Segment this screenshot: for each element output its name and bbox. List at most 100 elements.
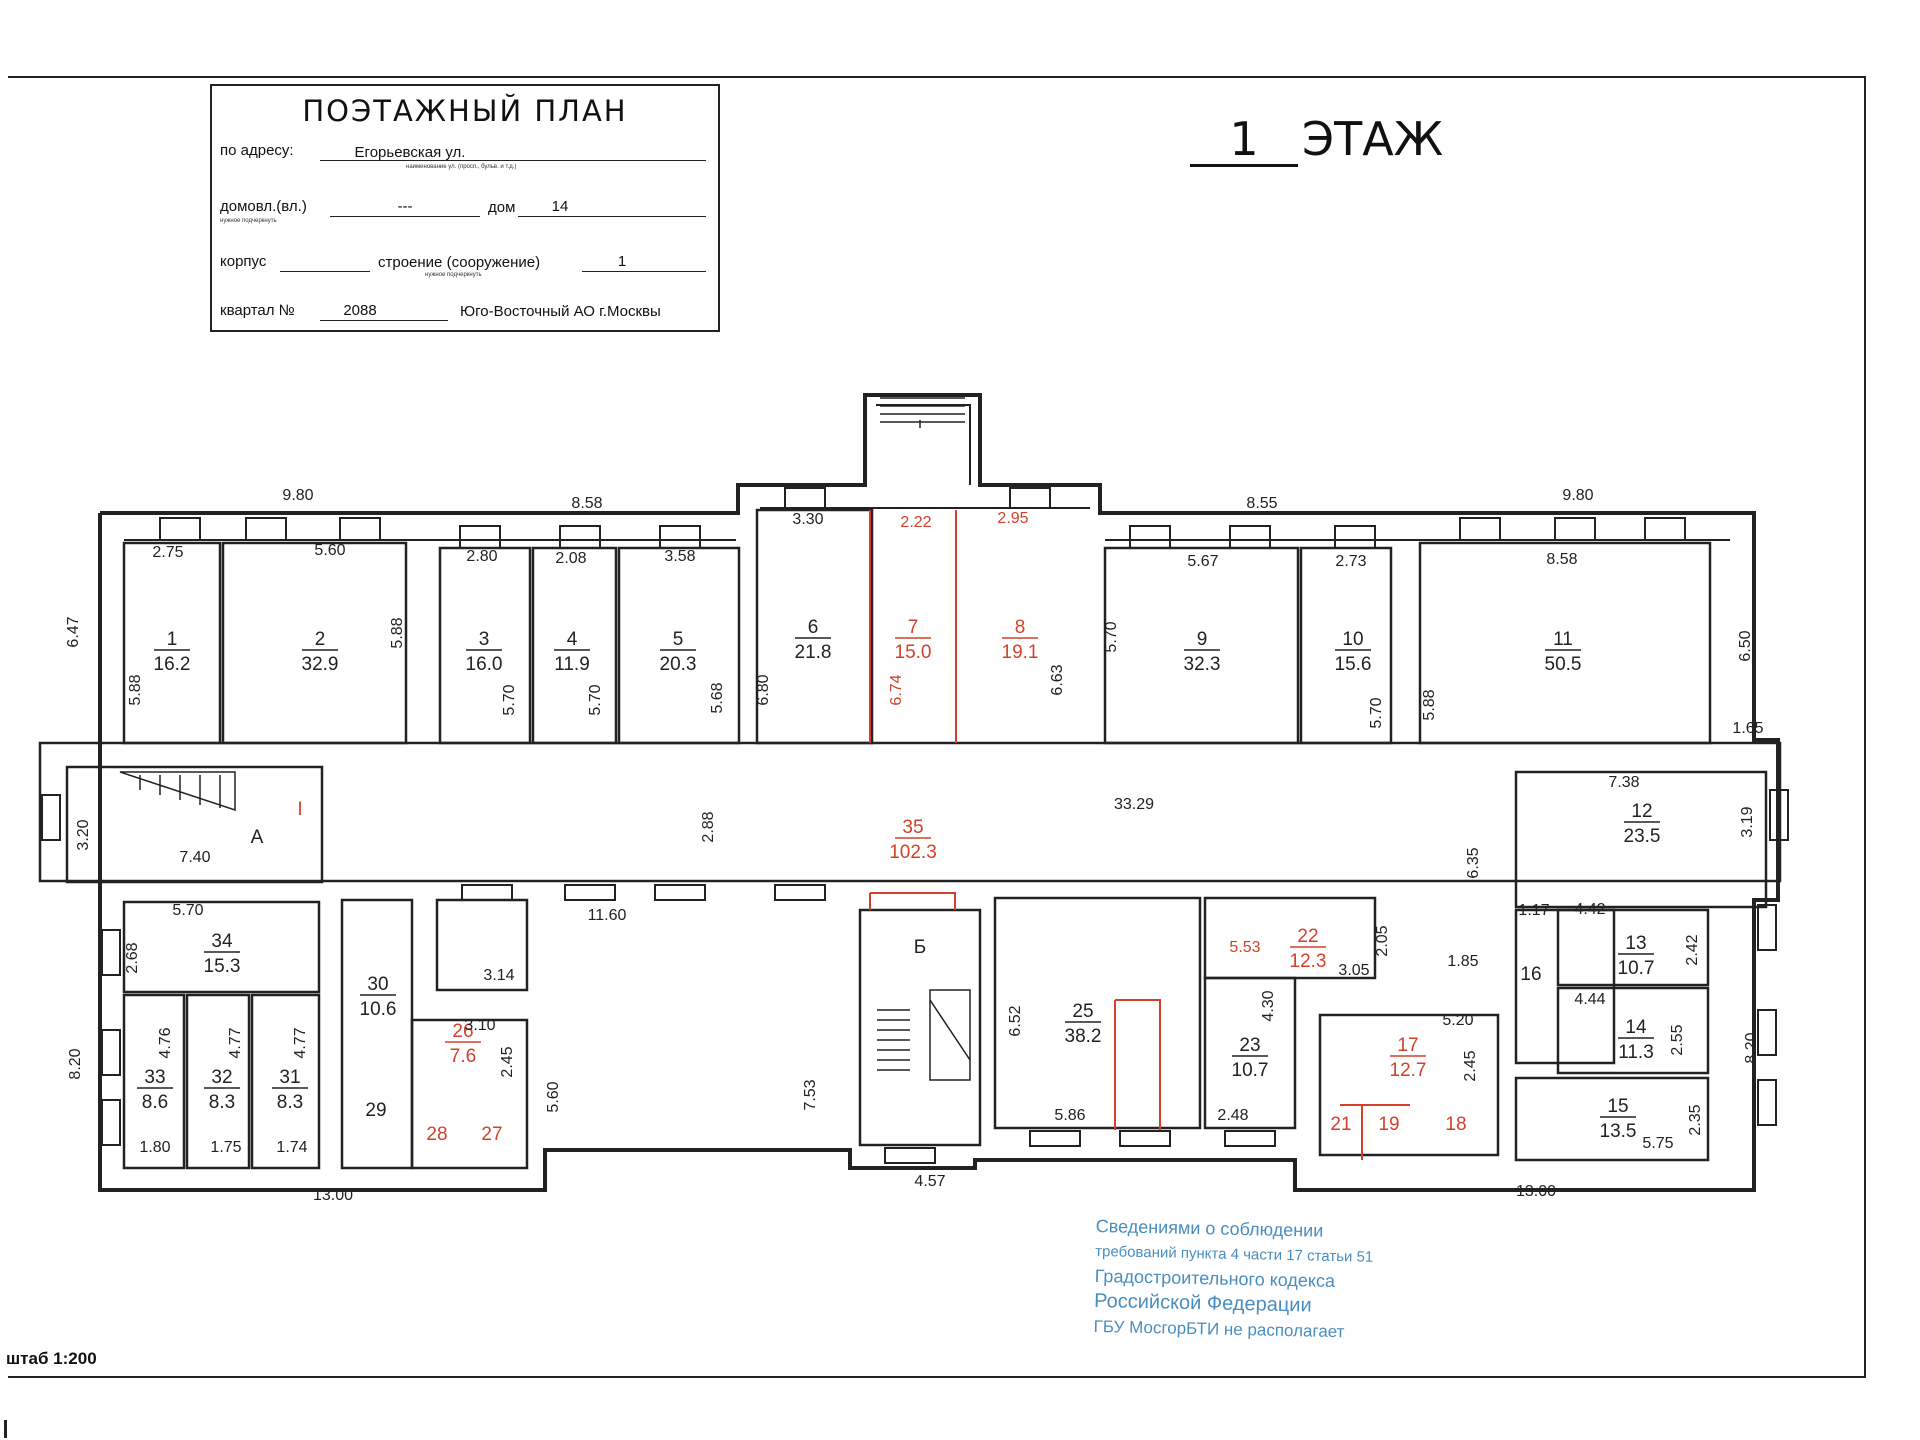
dimension-label: 6.52: [1007, 1005, 1024, 1036]
room-area-9: 32.3: [1184, 654, 1221, 675]
dimension-label: 33.29: [1114, 796, 1154, 813]
room-number-30: 30: [367, 974, 388, 995]
room-label-29: 29: [365, 1100, 386, 1121]
room-area-23: 10.7: [1232, 1060, 1269, 1081]
kvartal-row: квартал № 2088 Юго-Восточный АО г.Москвы: [220, 302, 710, 328]
dimension-label: 3.58: [664, 548, 695, 565]
room-area-32: 8.3: [209, 1092, 235, 1113]
room-label-16: 16: [1520, 964, 1541, 985]
dimension-label: 2.80: [466, 548, 497, 565]
dimension-label: 2.22: [900, 514, 931, 531]
room-label-Б: Б: [914, 937, 926, 958]
floor-label: ЭТАЖ: [1302, 112, 1444, 166]
room-area-10: 15.6: [1335, 654, 1372, 675]
scale-label: штаб 1:200: [6, 1349, 97, 1368]
dimension-label: 8.55: [1246, 495, 1277, 512]
dimension-label: 5.68: [709, 682, 726, 713]
room-number-32: 32: [211, 1067, 232, 1088]
room-number-22: 22: [1297, 926, 1318, 947]
windows: [41, 487, 1789, 1164]
dimension-label: 5.60: [314, 542, 345, 559]
dimension-label: 5.70: [587, 684, 604, 715]
title-block-title: ПОЭТАЖНЫЙ ПЛАН: [302, 94, 628, 128]
dimension-label: 7.53: [802, 1079, 819, 1110]
room-number-33: 33: [144, 1067, 165, 1088]
room-area-13: 10.7: [1618, 958, 1655, 979]
domovl-label: домовл.(вл.): [220, 198, 307, 215]
room-area-1: 16.2: [154, 654, 191, 675]
room-number-11: 11: [1553, 629, 1573, 650]
dimension-label: 3.19: [1739, 806, 1756, 837]
room-number-7: 7: [908, 617, 919, 638]
corner-mark: [4, 1420, 7, 1438]
dimension-label: 5.75: [1642, 1135, 1673, 1152]
room-number-31: 31: [279, 1067, 300, 1088]
dimension-label: 1.74: [276, 1139, 307, 1156]
stroenie-label: строение (сооружение): [378, 254, 541, 271]
dimension-label: 3.10: [464, 1017, 495, 1034]
dimension-label: 5.70: [1103, 621, 1120, 652]
sheet-border: [8, 76, 1866, 1378]
domovl-hint: нужное подчеркнуть: [220, 218, 277, 224]
district-label: Юго-Восточный АО г.Москвы: [460, 303, 661, 320]
address-row: по адресу: Егорьевская ул. наименование …: [220, 142, 710, 182]
dimension-label: 6.47: [65, 616, 82, 647]
room-number-8: 8: [1015, 617, 1026, 638]
room-number-17: 17: [1397, 1035, 1418, 1056]
room-number-13: 13: [1625, 933, 1646, 954]
room-number-12: 12: [1631, 801, 1652, 822]
room-area-26: 7.6: [450, 1046, 476, 1067]
bti-stamp: Сведениями о соблюдении требований пункт…: [1093, 1214, 1426, 1346]
dimension-label: 5.60: [545, 1081, 562, 1112]
room-number-34: 34: [211, 931, 233, 952]
dimension-label: 2.08: [555, 550, 586, 567]
dimension-label: 8.58: [1546, 551, 1577, 568]
dimension-label: 2.05: [1374, 925, 1391, 956]
room-label-А: А: [251, 827, 264, 848]
dimension-label: 5.53: [1229, 939, 1260, 956]
stairs: [119, 397, 971, 1081]
dom-label: дом: [488, 199, 516, 216]
dimension-label: 2.55: [1669, 1024, 1686, 1055]
dimension-label: 2.45: [1462, 1050, 1479, 1081]
dimension-label: 2.68: [124, 942, 141, 973]
dimension-label: 4.76: [157, 1027, 174, 1058]
dimension-label: 4.77: [292, 1027, 309, 1058]
dimension-label: 9.80: [282, 487, 313, 504]
dimension-label: 5.86: [1054, 1107, 1085, 1124]
room-area-22: 12.3: [1290, 951, 1327, 972]
room-area-14: 11.3: [1618, 1042, 1654, 1063]
room-number-10: 10: [1342, 629, 1363, 650]
highlight-walls: [869, 510, 1410, 1160]
dimension-label: 6.80: [755, 674, 772, 705]
dimension-label: 9.80: [1562, 487, 1593, 504]
floor-plan: 116.2232.9316.0411.9520.3621.8715.0819.1…: [38, 393, 1789, 1204]
room-area-31: 8.3: [277, 1092, 303, 1113]
room-area-5: 20.3: [660, 654, 697, 675]
dimension-label: 1.17: [1518, 902, 1549, 919]
dimension-label: 8.58: [571, 495, 602, 512]
room-number-5: 5: [673, 629, 684, 650]
dimension-label: 2.88: [700, 811, 717, 842]
dimension-label: 5.20: [1442, 1012, 1473, 1029]
dimension-label: 3.30: [792, 511, 823, 528]
address-label: по адресу:: [220, 142, 294, 159]
dimension-label: 3.05: [1338, 962, 1369, 979]
dimension-label: 13.00: [1516, 1183, 1556, 1200]
dimension-label: 8.20: [1743, 1032, 1760, 1063]
title-block: ПОЭТАЖНЫЙ ПЛАН по адресу: Егорьевская ул…: [210, 84, 720, 332]
room-area-7: 15.0: [895, 642, 932, 663]
dimension-label: 4.42: [1574, 901, 1605, 918]
room-label-19: 19: [1378, 1114, 1399, 1135]
room-number-9: 9: [1197, 629, 1208, 650]
dimension-label: 2.48: [1217, 1107, 1248, 1124]
dom-value: 14: [551, 198, 569, 215]
dimension-label: 4.77: [227, 1027, 244, 1058]
room-labels: 116.2232.9316.0411.9520.3621.8715.0819.1…: [137, 617, 1660, 1142]
stroenie-value: 1: [617, 253, 627, 270]
room-number-3: 3: [479, 629, 490, 650]
room-area-34: 15.3: [204, 956, 241, 977]
room-number-26: 26: [452, 1021, 473, 1042]
